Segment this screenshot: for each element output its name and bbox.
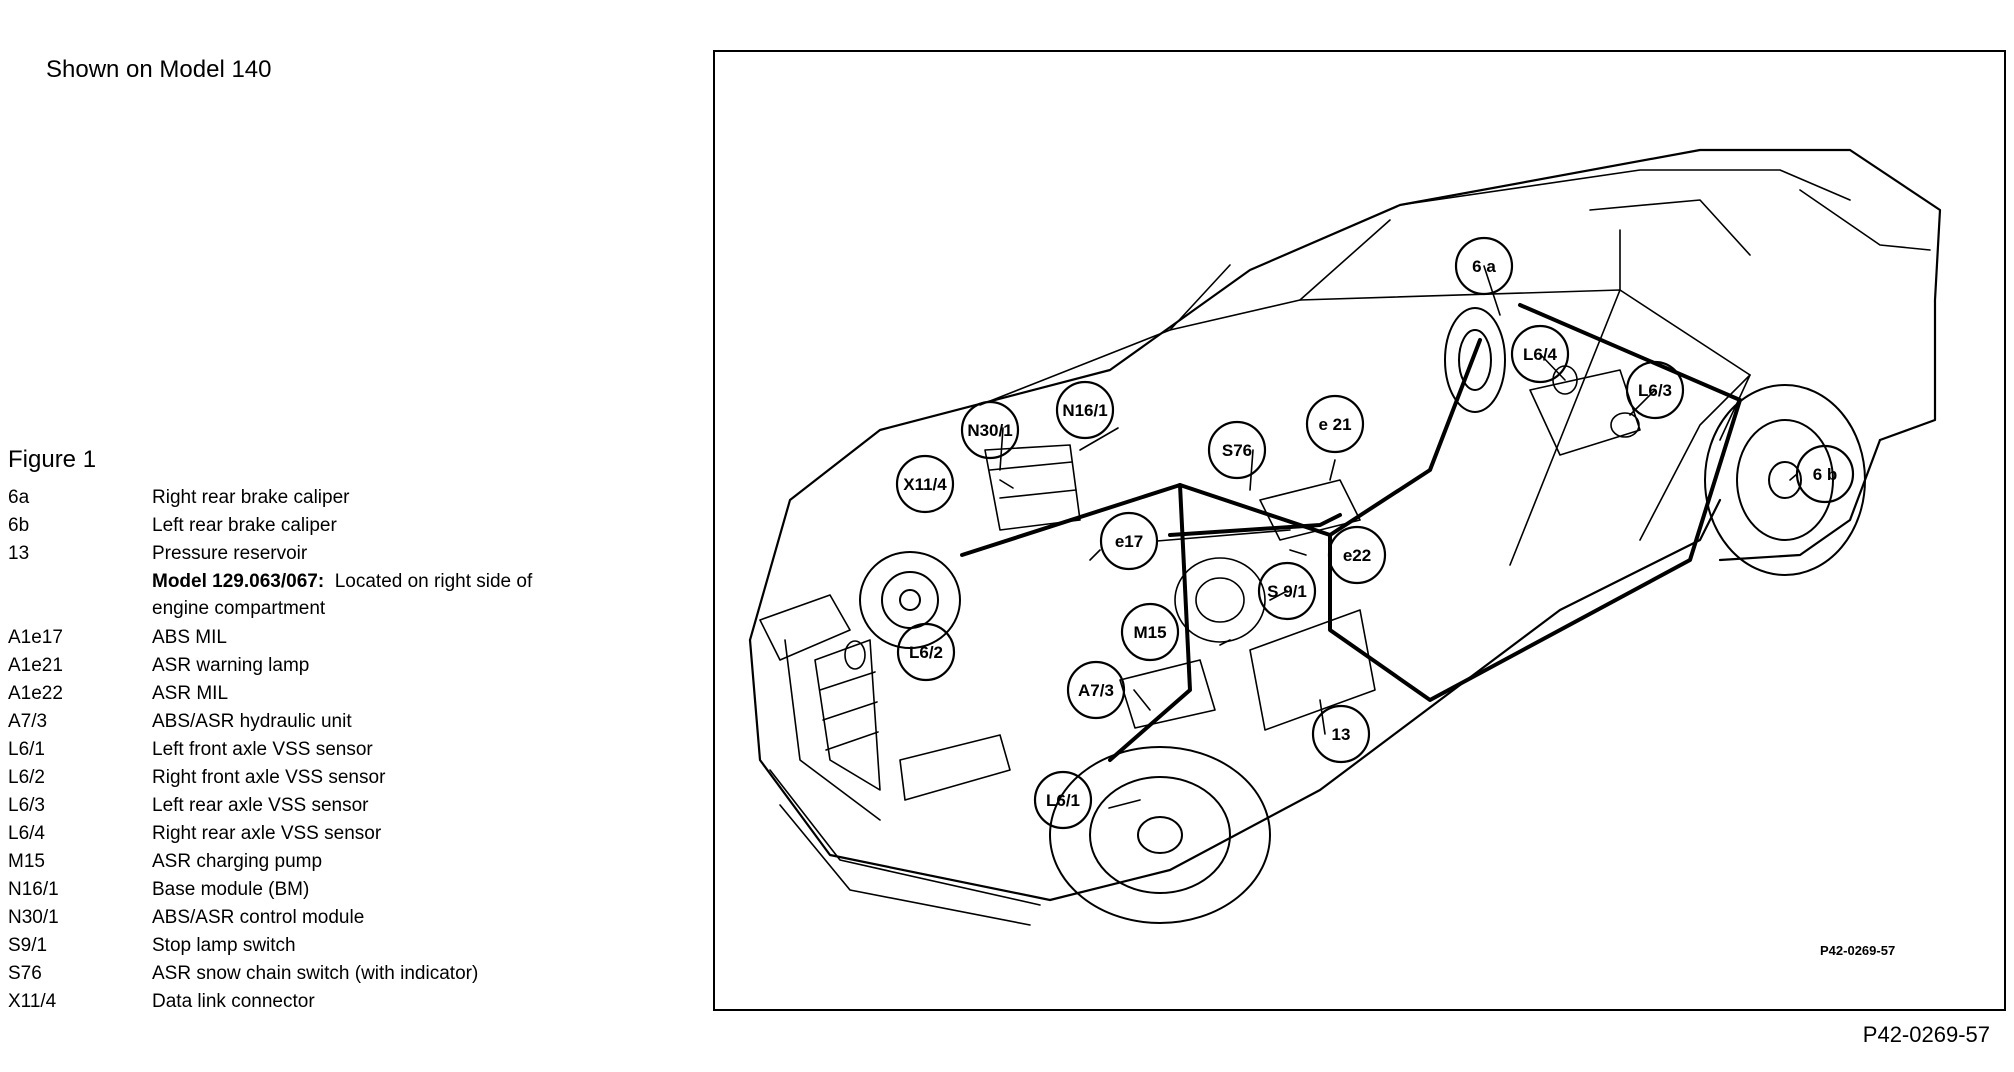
legend-desc: ASR MIL (152, 683, 229, 704)
legend-row: A7/3 ABS/ASR hydraulic unit (8, 708, 688, 736)
callout-e17: e17 (1115, 532, 1143, 551)
legend-code: S76 (8, 963, 42, 984)
callout-S9-1: S 9/1 (1267, 582, 1307, 601)
legend-row: L6/2 Right front axle VSS sensor (8, 764, 688, 792)
legend-desc: Data link connector (152, 991, 315, 1012)
legend-code: L6/3 (8, 795, 45, 816)
legend-code: 6b (8, 515, 30, 536)
callout-S76: S76 (1222, 441, 1252, 460)
legend-note-line-2: engine compartment (152, 598, 326, 619)
legend-row: S9/1 Stop lamp switch (8, 932, 688, 960)
legend-code: A1e21 (8, 655, 63, 676)
legend-note-text: Located on right side of (334, 571, 533, 592)
callout-N30-1: N30/1 (967, 421, 1012, 440)
callout-L6-1: L6/1 (1046, 791, 1080, 810)
legend-code: A1e22 (8, 683, 63, 704)
legend-row: 6b Left rear brake caliper (8, 512, 688, 540)
callout-e22: e22 (1343, 546, 1371, 565)
callout-e21: e 21 (1318, 415, 1351, 434)
callout-L6-3: L6/3 (1638, 381, 1672, 400)
legend-desc: Left rear brake caliper (152, 515, 337, 536)
legend-desc: ABS/ASR control module (152, 907, 365, 928)
legend-row: 13 Pressure reservoir (8, 540, 688, 568)
figure-heading: Figure 1 (8, 446, 97, 473)
legend-row: N30/1 ABS/ASR control module (8, 904, 688, 932)
legend-code: L6/1 (8, 739, 45, 760)
car-greenhouse (979, 169, 1931, 566)
legend-row: L6/1 Left front axle VSS sensor (8, 736, 688, 764)
legend-desc: ASR warning lamp (152, 655, 310, 676)
legend-desc: ABS MIL (152, 627, 227, 648)
legend-row: N16/1 Base module (BM) (8, 876, 688, 904)
legend-row: X11/4 Data link connector (8, 988, 688, 1016)
legend-row: 6a Right rear brake caliper (8, 484, 688, 512)
page-subtitle: Shown on Model 140 (46, 56, 272, 83)
component-legend: 6a Right rear brake caliper 6b Left rear… (8, 484, 688, 1016)
legend-desc: Right front axle VSS sensor (152, 767, 386, 788)
legend-code: A1e17 (8, 627, 63, 648)
callout-circles (895, 236, 1855, 830)
legend-code: S9/1 (8, 935, 48, 956)
legend-code: L6/4 (8, 823, 45, 844)
diagram-frame (713, 50, 2006, 1011)
engine-components (984, 444, 1376, 731)
legend-code: N16/1 (8, 879, 59, 900)
callout-M15: M15 (1133, 623, 1166, 642)
legend-code: 6a (8, 487, 30, 508)
car-front-end (759, 594, 1041, 926)
callout-L6-4: L6/4 (1523, 345, 1558, 364)
callout-leaders (999, 265, 1798, 809)
legend-code: M15 (8, 851, 45, 872)
legend-row: L6/4 Right rear axle VSS sensor (8, 820, 688, 848)
legend-note-model: Model 129.063/067: (152, 571, 325, 592)
legend-row: A1e21 ASR warning lamp (8, 652, 688, 680)
legend-note-line: Model 129.063/067: Located on right side… (152, 568, 532, 595)
wheel-front-left (1049, 746, 1271, 924)
callout-6b: 6 b (1813, 465, 1838, 484)
wheel-front-right (859, 551, 961, 649)
callout-A7-3: A7/3 (1078, 681, 1114, 700)
legend-desc: ASR charging pump (152, 851, 323, 872)
legend-note-row: Model 129.063/067: Located on right side… (8, 568, 688, 624)
legend-desc: ASR snow chain switch (with indicator) (152, 963, 479, 984)
legend-desc: Stop lamp switch (152, 935, 296, 956)
legend-desc: Left front axle VSS sensor (152, 739, 373, 760)
legend-desc: Left rear axle VSS sensor (152, 795, 369, 816)
callout-6a: 6 a (1472, 257, 1496, 276)
figure-code-outside: P42-0269-57 (1862, 1022, 1990, 1047)
legend-desc: Pressure reservoir (152, 543, 308, 564)
wheel-rear-left (1704, 384, 1866, 576)
legend-row: A1e17 ABS MIL (8, 624, 688, 652)
legend-code: L6/2 (8, 767, 45, 788)
legend-code: 13 (8, 543, 30, 564)
wheel-rear-right (1444, 307, 1506, 413)
legend-row: M15 ASR charging pump (8, 848, 688, 876)
callout-L6-2: L6/2 (909, 643, 943, 662)
legend-row: A1e22 ASR MIL (8, 680, 688, 708)
callout-X11-4: X11/4 (903, 475, 947, 494)
legend-code: A7/3 (8, 711, 48, 732)
legend-desc: Base module (BM) (152, 879, 310, 900)
legend-row: L6/3 Left rear axle VSS sensor (8, 792, 688, 820)
figure-code-inside: P42-0269-57 (1820, 943, 1895, 958)
legend-row: S76 ASR snow chain switch (with indicato… (8, 960, 688, 988)
callout-13: 13 (1332, 725, 1351, 744)
legend-desc: ABS/ASR hydraulic unit (152, 711, 352, 732)
legend-code: X11/4 (8, 991, 57, 1012)
legend-note: Model 129.063/067: Located on right side… (152, 568, 532, 624)
legend-desc: Right rear axle VSS sensor (152, 823, 382, 844)
legend-desc: Right rear brake caliper (152, 487, 350, 508)
legend-code: N30/1 (8, 907, 59, 928)
brake-lines (960, 303, 1742, 762)
callout-N16-1: N16/1 (1062, 401, 1107, 420)
